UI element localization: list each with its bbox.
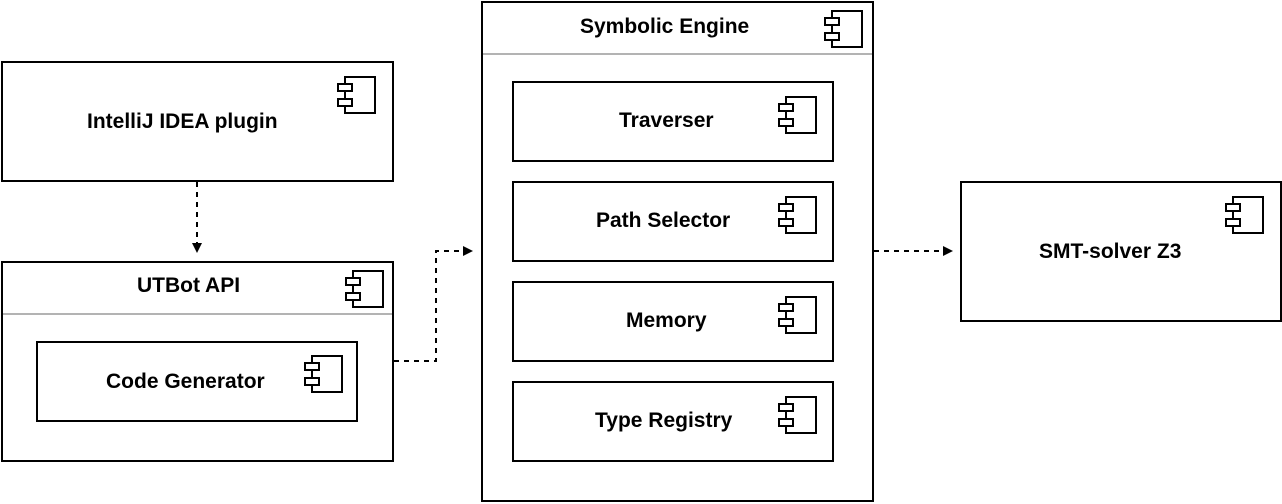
type-registry-label: Type Registry — [595, 409, 733, 432]
intellij-plugin-label: IntelliJ IDEA plugin — [87, 110, 278, 133]
intellij-plugin-component[interactable] — [1, 61, 394, 182]
component-icon — [778, 96, 817, 134]
utbot-api-label: UTBot API — [137, 274, 241, 297]
smt-solver-label: SMT-solver Z3 — [1039, 240, 1182, 263]
component-icon — [345, 270, 384, 308]
connector-api-to-engine — [394, 246, 473, 362]
symbolic-engine-header-divider — [483, 53, 872, 55]
component-icon — [778, 196, 817, 234]
component-icon — [1225, 196, 1264, 234]
memory-label: Memory — [626, 309, 707, 332]
traverser-label: Traverser — [619, 109, 714, 132]
path-selector-label: Path Selector — [596, 209, 731, 232]
component-icon — [778, 296, 817, 334]
component-icon — [337, 76, 376, 114]
code-generator-label: Code Generator — [106, 370, 265, 393]
component-icon — [304, 355, 343, 393]
component-icon — [824, 10, 863, 48]
component-icon — [778, 396, 817, 434]
symbolic-engine-label: Symbolic Engine — [580, 15, 750, 38]
utbot-api-header-divider — [3, 313, 392, 315]
